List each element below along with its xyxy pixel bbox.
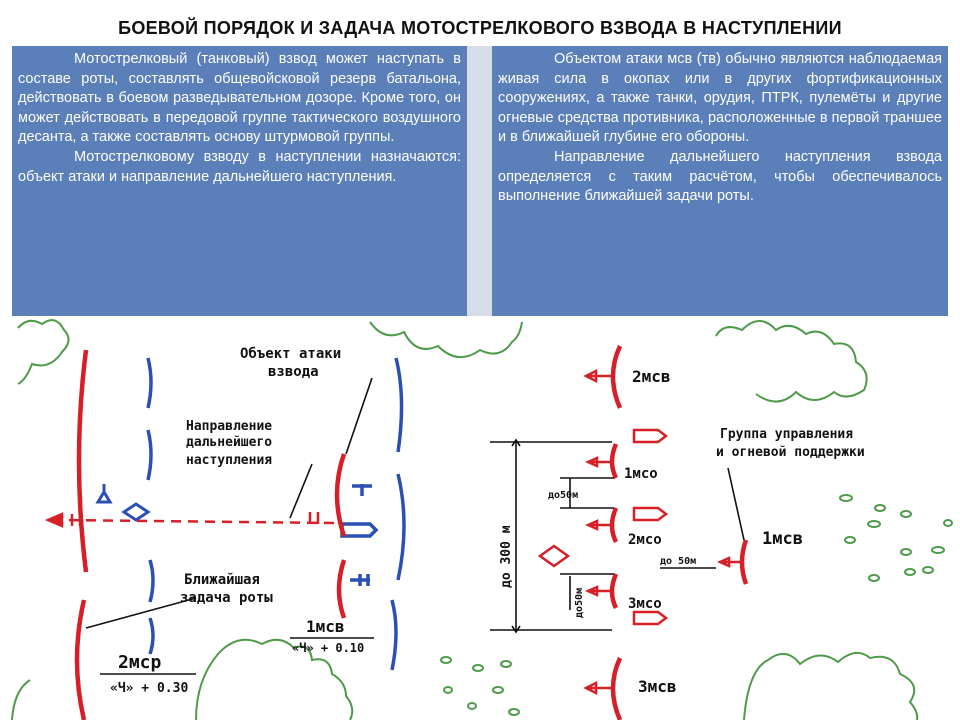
left-text-panel: Мотострелковый (танковый) взвод может на… xyxy=(12,46,467,316)
bmp-icon-3 xyxy=(632,610,669,626)
enemy-observation-icon xyxy=(95,484,113,504)
label-1msv: 1мсв xyxy=(306,617,345,636)
enemy-tank-1 xyxy=(340,522,379,538)
label-1mso: 1мсо xyxy=(624,466,658,482)
squad-3-line xyxy=(609,573,619,610)
enemy-trench-3 xyxy=(148,559,155,603)
tactical-diagram: Объект атаки взвода Направление дальнейш… xyxy=(11,319,953,720)
enemy-trench-4 xyxy=(148,617,155,655)
platoon-attack-line-2 xyxy=(336,559,347,619)
enemy-trench-2 xyxy=(146,429,153,481)
label-object-2: взвода xyxy=(268,364,319,380)
forest-bottom-left xyxy=(11,679,31,720)
advance-direction-line xyxy=(59,518,335,525)
arrow-3msv xyxy=(583,680,614,696)
forest-bottom-center xyxy=(195,638,354,720)
label-dist-50-c: до50м xyxy=(574,588,585,618)
label-direction-2: дальнейшего xyxy=(186,435,272,450)
label-3msv: 3мсв xyxy=(638,677,677,696)
label-dist-300: до 300 м xyxy=(499,525,514,588)
enemy-trench-7 xyxy=(390,599,398,671)
forest-top-right xyxy=(715,320,868,403)
label-2msr: 2мср xyxy=(118,652,162,673)
label-time-2msr: «Ч» + 0.30 xyxy=(110,681,188,696)
label-2msv: 2мсв xyxy=(632,367,671,386)
bmp-icon-2 xyxy=(632,506,669,522)
arrow-squad-3 xyxy=(584,585,612,597)
label-object-1: Объект атаки xyxy=(240,346,341,362)
arrow-2msv xyxy=(583,368,614,384)
platoon-2msv-line xyxy=(610,345,623,409)
enemy-symbols xyxy=(95,484,151,522)
left-paragraph-2: Мотострелковому взводу в наступлении наз… xyxy=(18,148,461,185)
arrow-squad-1 xyxy=(584,456,612,468)
forest-bottom-right xyxy=(743,651,919,720)
label-task-2: задача роты xyxy=(180,590,273,606)
company-tick-1msv xyxy=(308,512,320,524)
label-group-2: и огневой поддержки xyxy=(716,445,865,460)
forest-top-center xyxy=(369,321,523,358)
label-time-1msv: «Ч» + 0.10 xyxy=(292,641,364,655)
arrow-squad-2 xyxy=(584,519,612,531)
panel-divider xyxy=(467,46,492,316)
squad-1-line xyxy=(609,443,619,480)
left-paragraph-1: Мотострелковый (танковый) взвод может на… xyxy=(18,51,461,146)
label-dist-50-a: до50м xyxy=(548,490,578,501)
enemy-trench-5 xyxy=(394,357,404,453)
right-paragraph-2: Направление дальнейшего наступления взво… xyxy=(498,148,942,205)
terrain xyxy=(11,319,919,720)
label-2mso: 2мсо xyxy=(628,532,662,548)
bushes xyxy=(440,494,953,716)
dim-50-a-lines xyxy=(560,477,614,509)
label-direction-1: Направление xyxy=(186,419,272,434)
task-leader-line xyxy=(85,597,197,629)
label-dist-50-b: до 50м xyxy=(660,556,696,567)
label-group-1: Группа управления xyxy=(720,427,853,442)
enemy-diamond-icon xyxy=(121,502,151,522)
enemy-positions xyxy=(146,357,406,671)
enemy-trench-1 xyxy=(146,357,153,409)
right-paragraph-1: Объектом атаки мсв (тв) обычно являются … xyxy=(498,51,942,146)
leader-lines xyxy=(85,377,745,634)
platoon-3msv-line xyxy=(610,657,623,720)
enemy-ptrk xyxy=(352,484,372,496)
enemy-mg xyxy=(350,574,370,586)
label-1msv-right: 1мсв xyxy=(762,529,803,549)
company-task-line-1 xyxy=(76,349,89,573)
right-text-panel: Объектом атаки мсв (тв) обычно являются … xyxy=(492,46,948,316)
platoon-attack-line-1 xyxy=(334,453,347,537)
advance-arrow-tick xyxy=(70,514,82,526)
label-direction-3: наступления xyxy=(186,453,272,468)
advance-arrow-head xyxy=(44,512,64,528)
squad-2-line xyxy=(609,507,619,544)
label-3mso: 3мсо xyxy=(628,596,662,612)
company-task-line-2 xyxy=(74,599,87,720)
forest-top-left xyxy=(17,319,70,385)
label-task-1: Ближайшая xyxy=(184,572,260,588)
arrow-1msv-right xyxy=(716,556,744,568)
bmp-icon-1 xyxy=(632,428,669,444)
enemy-trench-6 xyxy=(396,473,406,581)
command-diamond-icon xyxy=(537,544,571,568)
page-title: БОЕВОЙ ПОРЯДОК И ЗАДАЧА МОТОСТРЕЛКОВОГО … xyxy=(118,18,842,38)
friendly-symbols xyxy=(44,368,744,696)
